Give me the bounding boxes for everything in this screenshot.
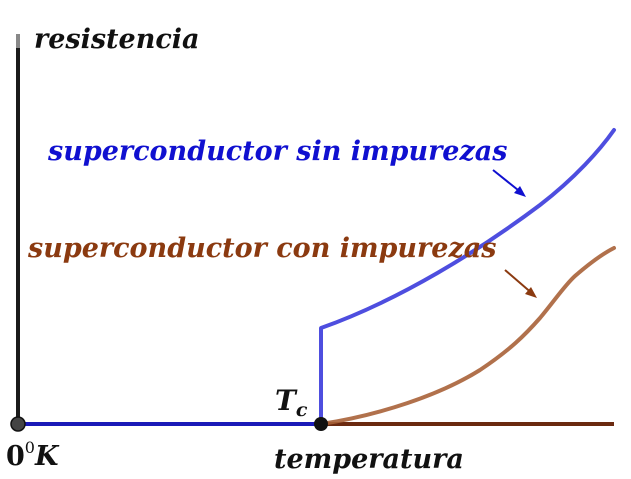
arrow-pure-label [492,169,526,197]
origin-label: 00K [6,438,60,472]
pure-curve-label: superconductor sin impurezas [47,136,508,167]
y-axis-label: resistencia [34,24,200,55]
critical-temperature-point [314,417,328,431]
curve-impure-superconductor [319,246,616,426]
impure-curve-label: superconductor con impurezas [27,233,497,264]
curve-pure-superconductor [319,128,616,426]
x-axis-label: temperatura [274,444,464,475]
critical-temperature-label: Tc [275,384,308,421]
origin-point [10,416,26,432]
arrow-impure-label [504,269,537,298]
